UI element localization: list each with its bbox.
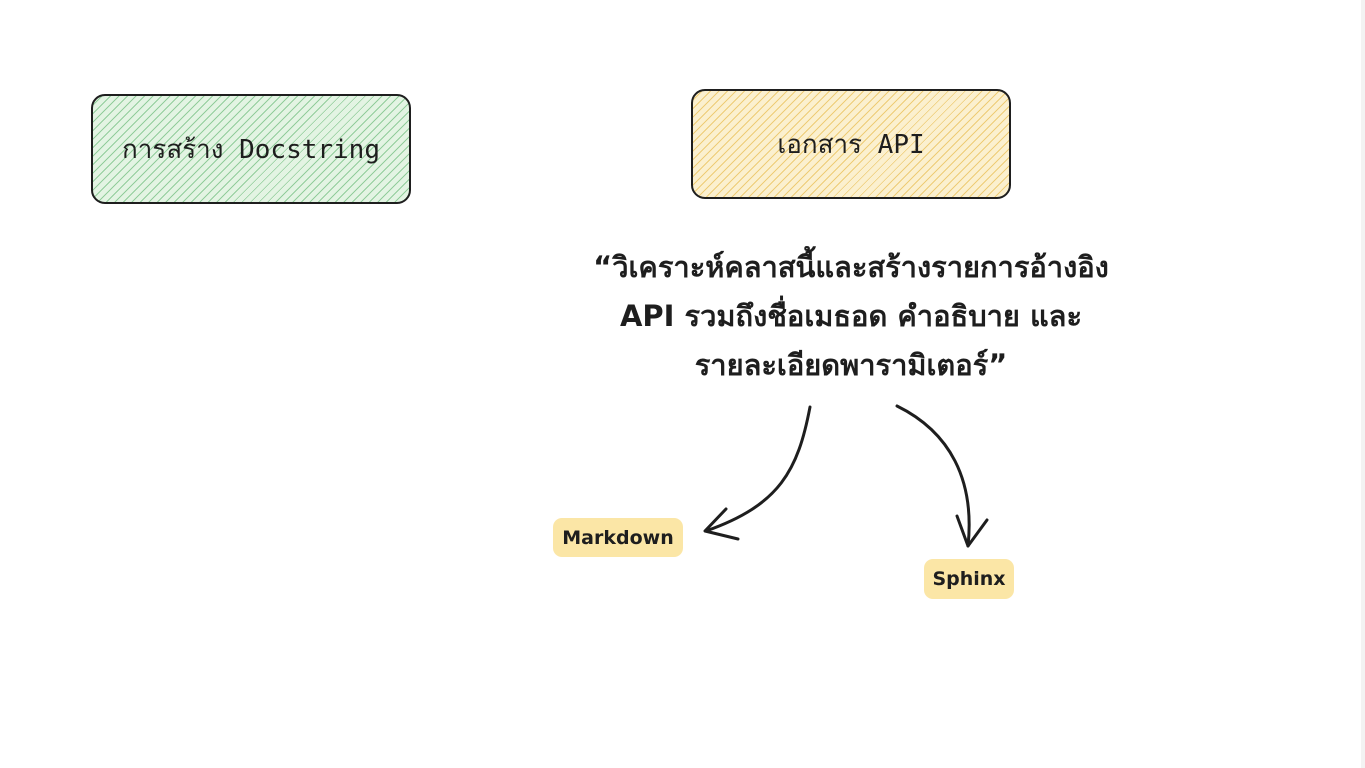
- arrow-to-sphinx: [895, 404, 989, 548]
- prompt-line-1: “วิเคราะห์คลาสนี้และสร้างรายการอ้างอิง: [593, 250, 1109, 284]
- docstring-node[interactable]: การสร้าง Docstring: [91, 94, 411, 204]
- sphinx-tag-label: Sphinx: [932, 568, 1006, 590]
- docstring-node-label: การสร้าง Docstring: [122, 134, 380, 165]
- markdown-tag-label: Markdown: [562, 526, 674, 549]
- prompt-line-3: รายละเอียดพารามิเตอร์”: [694, 348, 1008, 382]
- arrow-to-sphinx-head: [955, 514, 989, 548]
- prompt-line-2: API รวมถึงชื่อเมธอด คำอธิบาย และ: [619, 299, 1083, 333]
- markdown-tag[interactable]: Markdown: [553, 518, 683, 557]
- api-docs-node-label: เอกสาร API: [777, 129, 925, 160]
- canvas-edge: [1361, 0, 1365, 768]
- api-docs-node[interactable]: เอกสาร API: [691, 89, 1011, 199]
- arrow-to-sphinx-shaft: [895, 404, 971, 548]
- arrow-to-markdown-shaft: [704, 405, 812, 533]
- sphinx-tag[interactable]: Sphinx: [924, 559, 1014, 599]
- arrow-to-markdown: [703, 405, 812, 541]
- prompt-text: “วิเคราะห์คลาสนี้และสร้างรายการอ้างอิง A…: [545, 243, 1157, 390]
- arrow-to-markdown-head: [703, 507, 740, 541]
